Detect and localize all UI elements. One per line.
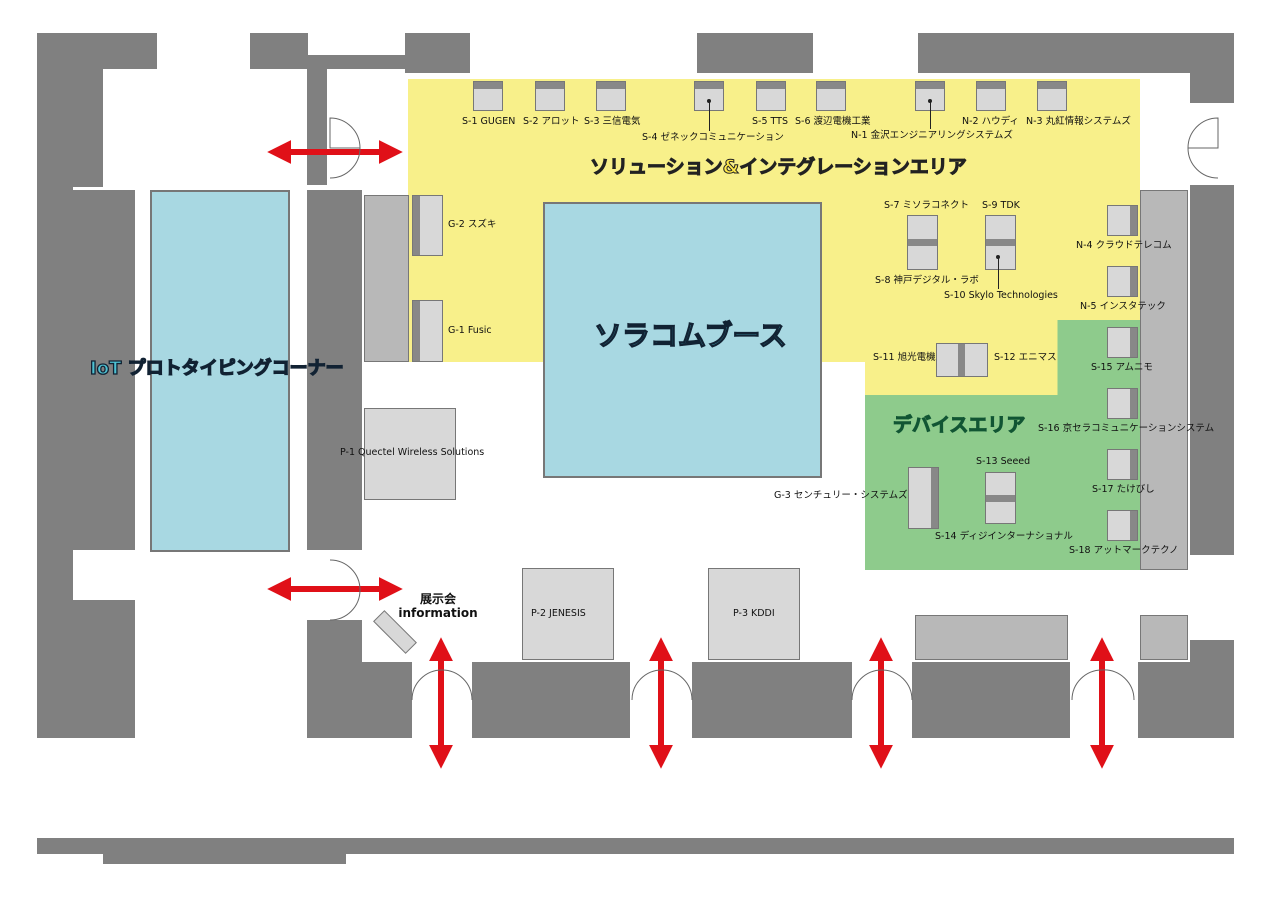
booth-s17[interactable] bbox=[1107, 449, 1138, 480]
booth-p2-label: P-2 JENESIS bbox=[531, 608, 586, 619]
booth-s4-leader bbox=[709, 101, 710, 131]
booth-s15[interactable] bbox=[1107, 327, 1138, 358]
booth-p1[interactable] bbox=[364, 408, 456, 500]
booth-n5-label: N-5 インスタテック bbox=[1080, 301, 1166, 312]
booth-s5[interactable] bbox=[756, 81, 786, 111]
booth-g1[interactable] bbox=[412, 300, 443, 362]
booth-s10-label: S-10 Skylo Technologies bbox=[944, 290, 1058, 301]
booth-s4-label: S-4 ゼネックコミュニケーション bbox=[642, 132, 784, 143]
wall-top-2 bbox=[697, 33, 813, 73]
bottom-right-booth bbox=[915, 615, 1068, 660]
soracom-booth-title: ソラコムブース bbox=[593, 319, 787, 352]
booth-n3-label: N-3 丸紅情報システムズ bbox=[1026, 116, 1131, 127]
booth-s5-label: S-5 TTS bbox=[752, 116, 788, 127]
iot-corner-title: IoT プロトタイピングコーナー bbox=[89, 358, 344, 379]
solution-area-title: ソリューション&インテグレーションエリア bbox=[590, 156, 968, 178]
wall-top-left-2 bbox=[250, 33, 308, 69]
booth-s9-s10[interactable] bbox=[985, 215, 1016, 270]
wall-top-3 bbox=[918, 33, 1234, 73]
booth-n4[interactable] bbox=[1107, 205, 1138, 236]
wall-bottom-left bbox=[362, 662, 412, 738]
booth-n5[interactable] bbox=[1107, 266, 1138, 297]
booth-g2[interactable] bbox=[412, 195, 443, 256]
wall-base-notch bbox=[103, 850, 346, 864]
booth-g1-label: G-1 Fusic bbox=[448, 325, 492, 336]
door-swings bbox=[329, 117, 1219, 701]
wall-left-outer bbox=[37, 33, 73, 738]
booth-s10-leader bbox=[998, 257, 999, 289]
wall-left-inner bbox=[73, 57, 103, 187]
booth-s6[interactable] bbox=[816, 81, 846, 111]
booth-s17-label: S-17 たけびし bbox=[1092, 484, 1155, 495]
booth-s13-s14[interactable] bbox=[985, 472, 1016, 524]
iot-prototyping-area bbox=[150, 190, 290, 552]
wall-right-low bbox=[1190, 640, 1234, 738]
booth-n1-label: N-1 金沢エンジニアリングシステムズ bbox=[851, 130, 1013, 141]
booth-s3[interactable] bbox=[596, 81, 626, 111]
booth-n1-leader bbox=[930, 101, 931, 129]
booth-s11-label: S-11 旭光電機 bbox=[873, 352, 936, 363]
information-label-jp: 展示会 bbox=[419, 592, 456, 606]
booth-s9-label: S-9 TDK bbox=[982, 200, 1020, 211]
wall-top-connector bbox=[307, 55, 407, 69]
booth-s6-label: S-6 渡辺電機工業 bbox=[795, 116, 871, 127]
booth-n2-label: N-2 ハウディ bbox=[962, 116, 1019, 127]
wall-right-col bbox=[1190, 185, 1234, 555]
booth-g3-label: G-3 センチュリー・システムズ bbox=[774, 490, 908, 501]
booth-s11-s12[interactable] bbox=[936, 343, 988, 377]
bottom-corner-booth bbox=[1140, 615, 1188, 660]
wall-corridor-col bbox=[307, 190, 362, 550]
wall-bottom-seg3 bbox=[912, 662, 1070, 738]
booth-s13-label: S-13 Seeed bbox=[976, 456, 1031, 467]
booth-s15-label: S-15 アムニモ bbox=[1091, 362, 1153, 373]
booth-s2[interactable] bbox=[535, 81, 565, 111]
wall-bottom-seg2 bbox=[692, 662, 852, 738]
g-counter bbox=[364, 195, 409, 362]
booth-p1-label: P-1 Quectel Wireless Solutions bbox=[340, 447, 485, 458]
booth-s14-label: S-14 ディジインターナショナル bbox=[935, 531, 1073, 542]
booth-s7-s8[interactable] bbox=[907, 215, 938, 270]
booth-g2-label: G-2 スズキ bbox=[448, 219, 497, 230]
device-area-title: デバイスエリア bbox=[892, 414, 1026, 436]
booth-s18[interactable] bbox=[1107, 510, 1138, 541]
booth-p2[interactable] bbox=[522, 568, 614, 660]
booth-p3-label: P-3 KDDI bbox=[733, 608, 775, 619]
booth-n4-label: N-4 クラウドテレコム bbox=[1076, 240, 1172, 251]
information-label: 展示会 information bbox=[398, 592, 478, 621]
wall-right-outer bbox=[1190, 33, 1234, 103]
booth-s18-label: S-18 アットマークテクノ bbox=[1069, 545, 1179, 556]
soracom-booth-area bbox=[543, 202, 822, 478]
information-label-en: information bbox=[398, 606, 478, 621]
booth-s7-label: S-7 ミソラコネクト bbox=[884, 200, 970, 211]
booth-s8-label: S-8 神戸デジタル・ラボ bbox=[875, 275, 979, 286]
wall-left-mid bbox=[73, 190, 135, 550]
booth-s3-label: S-3 三信電気 bbox=[584, 116, 641, 127]
wall-bottom-seg4 bbox=[1138, 662, 1190, 738]
booth-n2[interactable] bbox=[976, 81, 1006, 111]
booth-p3[interactable] bbox=[708, 568, 800, 660]
booth-s2-label: S-2 アロット bbox=[523, 116, 580, 127]
right-wall-counter bbox=[1140, 190, 1188, 570]
booth-s1[interactable] bbox=[473, 81, 503, 111]
booth-g3[interactable] bbox=[908, 467, 939, 529]
booth-s1-label: S-1 GUGEN bbox=[462, 116, 516, 127]
wall-top-1 bbox=[405, 33, 470, 73]
booth-s12-label: S-12 エニマス bbox=[994, 352, 1057, 363]
booth-n3[interactable] bbox=[1037, 81, 1067, 111]
wall-left-low bbox=[73, 600, 135, 738]
booth-s16-label: S-16 京セラコミュニケーションシステム bbox=[1038, 423, 1215, 434]
wall-corridor-bottom bbox=[307, 620, 362, 738]
booth-s16[interactable] bbox=[1107, 388, 1138, 419]
wall-bottom-seg1 bbox=[472, 662, 630, 738]
